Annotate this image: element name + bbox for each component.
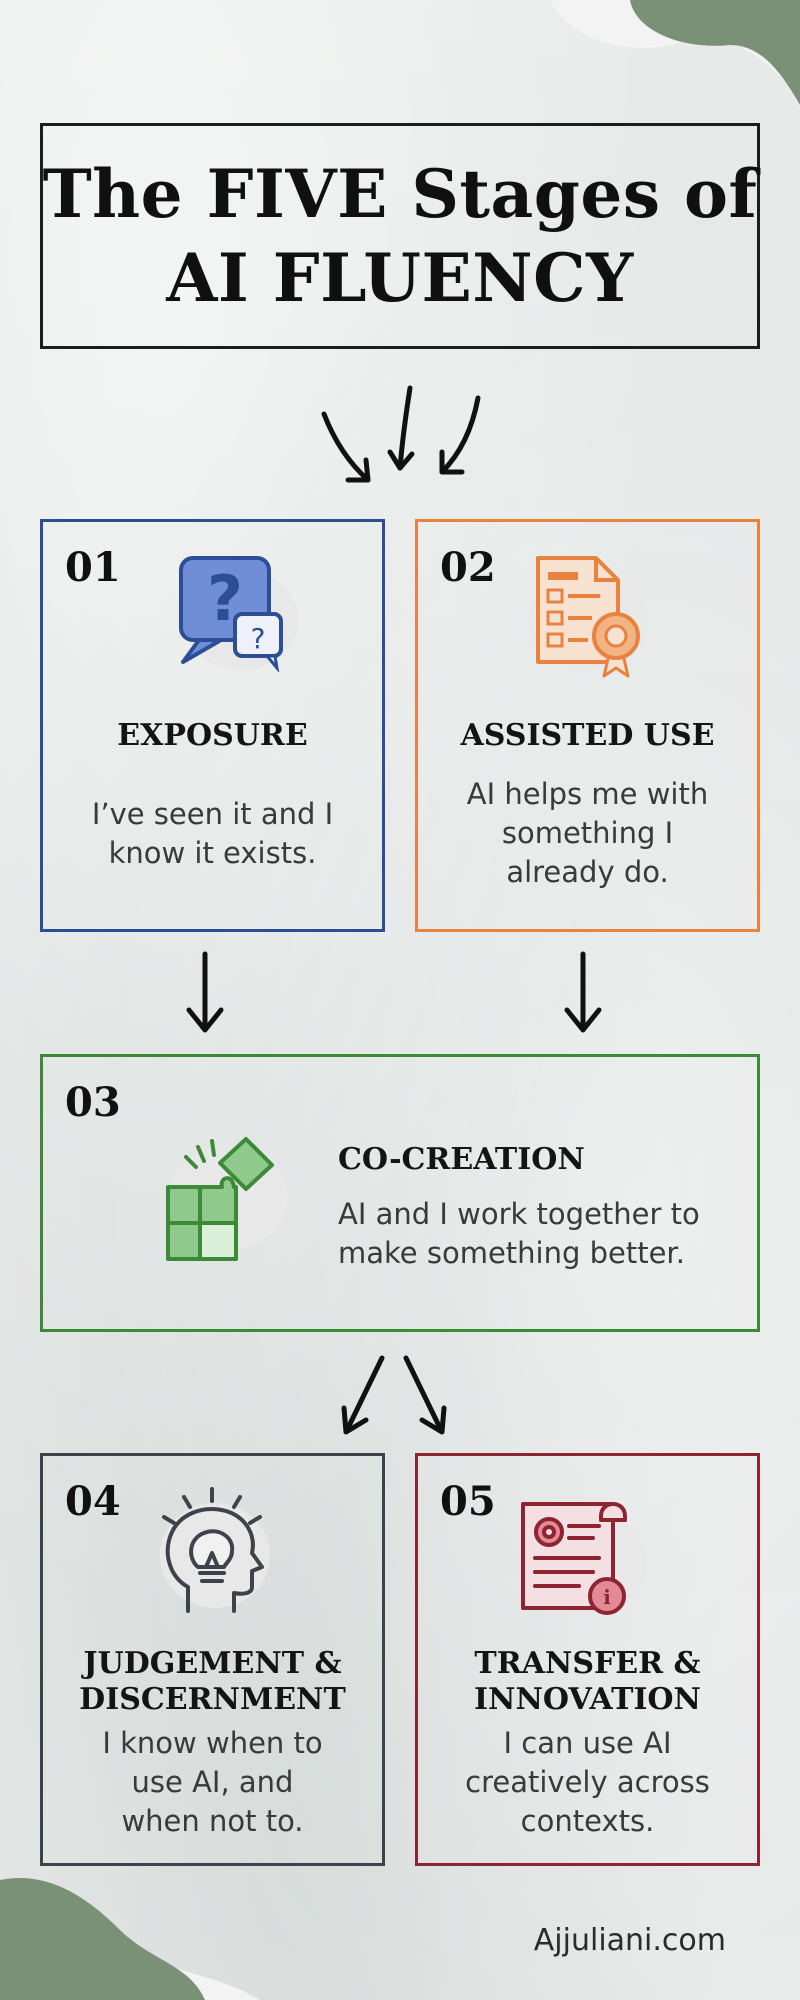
stage-description: I know when to use AI, and when not to. xyxy=(102,1726,323,1838)
stage-title-line-2: INNOVATION xyxy=(474,1682,701,1717)
stage-description: I can use AI creatively across contexts. xyxy=(465,1726,710,1838)
certificate-document-icon xyxy=(518,550,658,680)
stage-number: 02 xyxy=(440,544,496,591)
stage-card-transfer: 05 i TRANSFER & INNOVATION I can use AI … xyxy=(415,1453,760,1866)
bottom-left-blob-decoration xyxy=(0,1878,260,2000)
stage-card-exposure: 01 ? ? EXPOSURE I’ve seen it and I know … xyxy=(40,519,385,932)
diverging-arrows xyxy=(341,1355,447,1435)
down-arrow-left xyxy=(186,951,224,1033)
stage-card-judgement: 04 JUDGEMENT & DISCERNMENT I know when t… xyxy=(40,1453,385,1866)
footer-site-link[interactable]: Ajjuliani.com xyxy=(533,1923,726,1958)
top-right-blob-decoration xyxy=(550,0,800,105)
svg-text:i: i xyxy=(603,1585,611,1609)
down-arrow-right xyxy=(564,951,602,1033)
title-box: The FIVE Stages of AI FLUENCY xyxy=(40,123,760,349)
stage-title: CO-CREATION xyxy=(338,1142,585,1177)
puzzle-pieces-icon xyxy=(148,1127,298,1267)
stage-number: 01 xyxy=(65,544,121,591)
head-lightbulb-icon xyxy=(148,1481,278,1621)
stage-card-assisted-use: 02 ASSISTED USE AI helps me with somethi… xyxy=(415,519,760,932)
stage-description: AI and I work together to make something… xyxy=(338,1197,700,1270)
scroll-document-icon: i xyxy=(513,1496,653,1626)
stage-title-line-1: JUDGEMENT & xyxy=(83,1646,342,1681)
stage-description: AI helps me with something I already do. xyxy=(466,777,709,889)
question-bubble-icon: ? ? xyxy=(163,552,303,672)
stage-card-co-creation: 03 CO-CREATION AI and I work together to… xyxy=(40,1054,760,1332)
title-line-2: AI FLUENCY xyxy=(166,239,634,317)
stage-title: ASSISTED USE xyxy=(460,718,715,753)
stage-title-line-1: TRANSFER & xyxy=(474,1646,701,1681)
title-line-1: The FIVE Stages of xyxy=(42,155,758,233)
stage-title: EXPOSURE xyxy=(117,718,308,753)
stage-number: 04 xyxy=(65,1478,121,1525)
stage-number: 05 xyxy=(440,1478,496,1525)
stage-number: 03 xyxy=(65,1079,121,1126)
stage-title-line-2: DISCERNMENT xyxy=(79,1682,346,1717)
svg-text:?: ? xyxy=(251,622,266,655)
stage-description: I’ve seen it and I know it exists. xyxy=(91,797,334,870)
converging-arrows xyxy=(321,385,481,483)
